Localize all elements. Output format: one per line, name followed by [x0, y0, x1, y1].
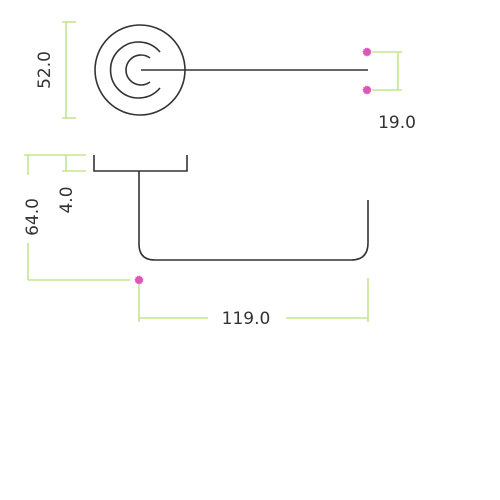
dim-label-4: 4.0: [57, 186, 77, 213]
point-lever-start: [133, 274, 145, 286]
rose-plate-outline: [93, 155, 188, 172]
rose-inner-arc: [125, 54, 151, 86]
dim-label-19: 19.0: [378, 113, 416, 133]
top-view: [94, 24, 368, 116]
dim-label-52: 52.0: [35, 51, 55, 89]
dim-label-64: 64.0: [23, 198, 43, 236]
rose-middle-arc: [109, 41, 161, 99]
side-view: [93, 155, 369, 261]
point-lever-tip-top: [361, 46, 373, 58]
point-lever-tip-bottom: [361, 84, 373, 96]
reference-points: [133, 46, 373, 286]
dimension-lines: [24, 21, 402, 322]
lever-side-outline: [138, 171, 369, 261]
dim-label-119: 119.0: [222, 309, 271, 329]
